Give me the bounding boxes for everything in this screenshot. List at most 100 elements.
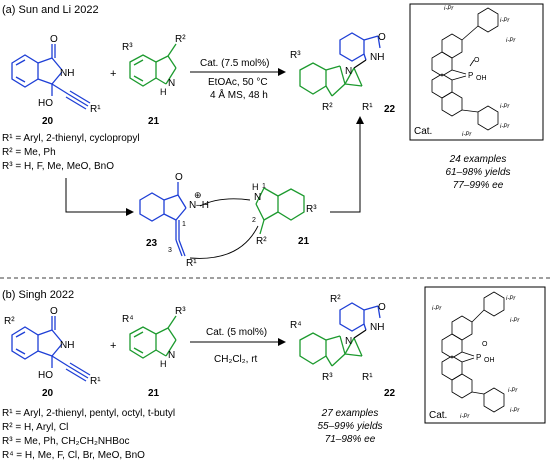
atom-n-a21: N: [168, 78, 175, 89]
catalyst-box-b: [424, 286, 546, 424]
atom-r2-21m: R²: [256, 236, 267, 247]
atom-charge-23: ⊕: [194, 190, 202, 200]
atom-r3-b22: R³: [322, 372, 333, 383]
catalyst-box-a: [409, 3, 544, 141]
atom-nh-23: N–H: [189, 200, 209, 211]
atom-n-a22: N: [345, 66, 352, 77]
cat-b-ipr-4: i-Pr: [508, 388, 518, 394]
cat-b-o: O: [482, 341, 488, 348]
atom-nh-b20: NH: [60, 340, 74, 351]
label-22-a: 22: [384, 104, 396, 115]
atom-o-b20: O: [50, 306, 58, 317]
subst-a-2: R³ = H, F, Me, MeO, BnO: [2, 161, 114, 172]
atom-nh-a20: NH: [60, 68, 74, 79]
catalyst-structure-a: [431, 7, 499, 131]
subst-b-2: R³ = Me, Ph, CH₂CH₂NHBoc: [2, 436, 130, 447]
cat-b-ipr-3: i-Pr: [510, 318, 520, 324]
label-20-a: 20: [42, 116, 54, 127]
mech-arrow-left: [65, 178, 126, 213]
atom-h-b21: H: [160, 359, 167, 369]
atom-r3-a22: R³: [290, 50, 301, 61]
cat-b-oh: OH: [484, 357, 495, 364]
compound-21-mech-structure: [255, 187, 305, 235]
cond-a-0: Cat. (7.5 mol%): [200, 58, 269, 69]
panel-b-title: (b) Singh 2022: [2, 289, 74, 301]
label-21-mech: 21: [298, 236, 310, 247]
compound-22-structure-a: [299, 32, 381, 97]
atom-num-1m: 1: [262, 183, 266, 190]
atom-r3-21m: R³: [306, 204, 317, 215]
label-23: 23: [146, 238, 158, 249]
cat-b-p: P: [476, 353, 481, 362]
mech-arrow-right: [330, 120, 361, 213]
atom-num-1: 1: [182, 221, 186, 228]
atom-r3-a21: R³: [122, 42, 133, 53]
cond-a-1: EtOAc, 50 °C: [208, 77, 268, 88]
compound-20-structure-b: [11, 316, 91, 382]
compound-23-structure: [139, 182, 187, 257]
label-21-a: 21: [148, 116, 160, 127]
label-20-b: 20: [42, 388, 54, 399]
subst-b-3: R⁴ = H, Me, F, Cl, Br, MeO, BnO: [2, 450, 145, 461]
cat-b-ipr-1: i-Pr: [432, 306, 442, 312]
cat-b-ipr-6: i-Pr: [460, 414, 470, 420]
cond-b-0: Cat. (5 mol%): [206, 327, 267, 338]
atom-r1-23: R¹: [186, 258, 197, 269]
label-22-b: 22: [384, 388, 396, 399]
atom-n-b22: N: [345, 336, 352, 347]
cond-b-1: CH₂Cl₂, rt: [214, 354, 258, 365]
cat-b-ipr-2: i-Pr: [506, 296, 516, 302]
cat-a-ipr-6: i-Pr: [462, 132, 472, 138]
atom-r2-b22: R²: [330, 294, 341, 305]
atom-r1-a20: R¹: [90, 104, 101, 115]
result-b-0: 27 examples: [321, 408, 379, 419]
atom-r4-b22: R⁴: [290, 320, 302, 331]
result-a-2: 77–99% ee: [453, 180, 504, 191]
cat-a-ipr-3: i-Pr: [506, 38, 516, 44]
subst-a-0: R¹ = Aryl, 2-thienyl, cyclopropyl: [2, 133, 140, 144]
atom-h-a21: H: [160, 87, 167, 97]
cat-a-oh: OH: [476, 75, 487, 82]
curved-arrow-2: [189, 225, 259, 259]
cat-label-a: Cat.: [414, 126, 432, 137]
atom-o-a20: O: [50, 34, 58, 45]
atom-num-2m: 2: [252, 217, 256, 224]
result-a-0: 24 examples: [449, 154, 507, 165]
mech-arrow-left-head: [126, 208, 134, 216]
subst-a-1: R² = Me, Ph: [2, 147, 56, 158]
compound-21-structure-a: [129, 43, 177, 87]
atom-o-b22: O: [378, 302, 386, 313]
subst-b-1: R² = H, Aryl, Cl: [2, 422, 68, 433]
compound-21-structure-b: [129, 315, 177, 359]
atom-ho-a20: HO: [38, 98, 53, 109]
panel-a-title: (a) Sun and Li 2022: [2, 4, 99, 16]
atom-r1-a22: R¹: [362, 102, 373, 113]
cat-a-ipr-2: i-Pr: [500, 18, 510, 24]
atom-r4-b21: R⁴: [122, 314, 134, 325]
cat-a-ipr-5: i-Pr: [500, 124, 510, 130]
atom-r1-b22: R¹: [362, 372, 373, 383]
atom-o-a22: O: [378, 32, 386, 43]
atom-n-21m: N: [254, 192, 261, 203]
atom-o-23: O: [175, 172, 183, 183]
atom-r1-b20: R¹: [90, 376, 101, 387]
plus-a: +: [110, 68, 116, 80]
curved-arrow-1: [199, 198, 251, 207]
atom-r3-b21: R³: [175, 306, 186, 317]
compound-20-structure-a: [11, 44, 91, 110]
cat-label-b: Cat.: [429, 410, 447, 421]
cat-a-ipr-1: i-Pr: [444, 6, 454, 12]
atom-r2-b20: R²: [4, 316, 15, 327]
result-b-2: 71–98% ee: [325, 434, 376, 445]
atom-r2-a22: R²: [322, 102, 333, 113]
plus-b: +: [110, 340, 116, 352]
mech-arrow-right-head: [356, 116, 364, 124]
label-21-b: 21: [148, 388, 160, 399]
cat-b-ipr-5: i-Pr: [510, 408, 520, 414]
atom-n-b21: N: [168, 350, 175, 361]
result-b-1: 55–99% yields: [317, 421, 382, 432]
catalyst-structure-b: [441, 291, 505, 413]
atom-h-21m: H: [252, 182, 259, 192]
atom-nh-b22: NH: [370, 322, 384, 333]
